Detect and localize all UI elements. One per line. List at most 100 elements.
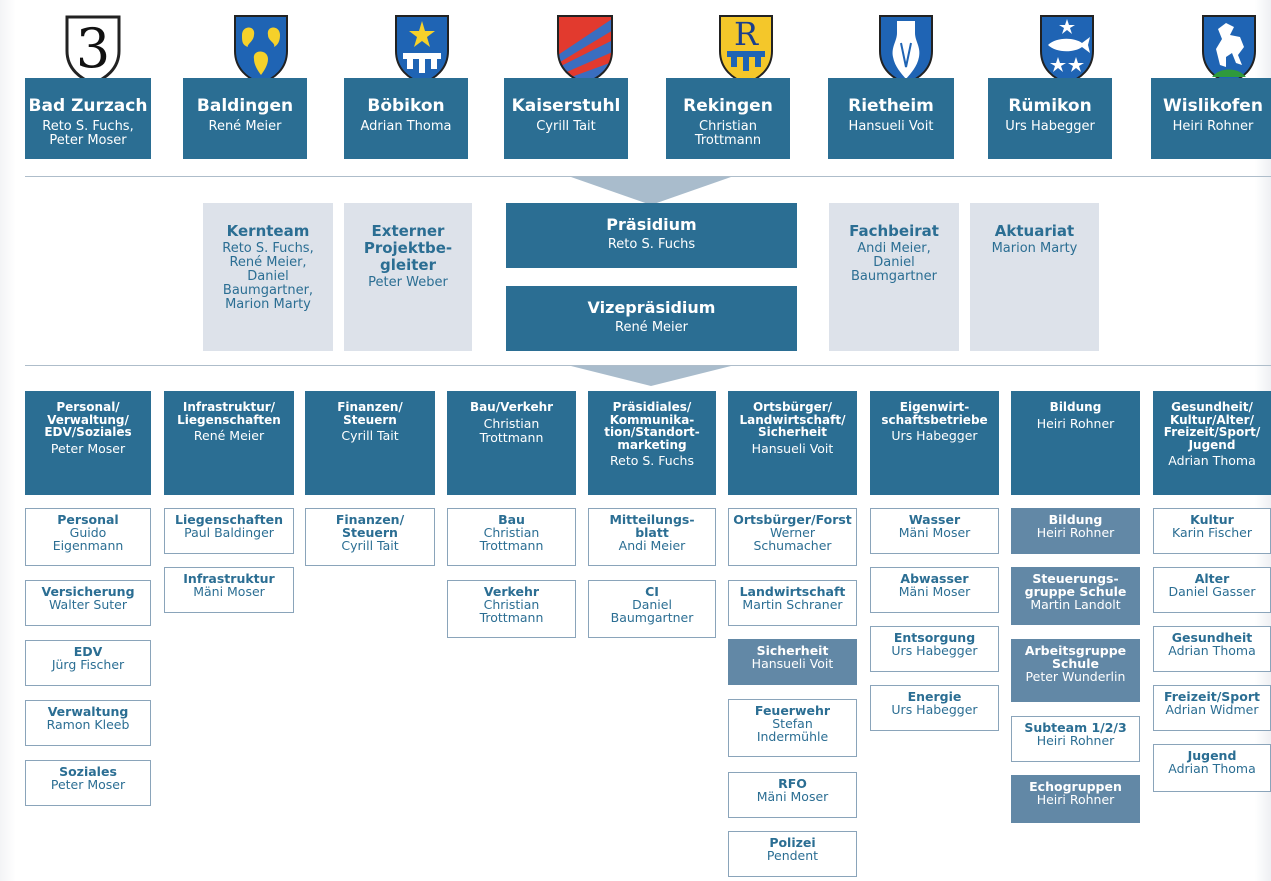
sub-unit-person: Jürg Fischer [51,657,125,672]
kaiserstuhl-crest-icon [557,15,613,85]
sub-unit-title: Steuerungs- gruppe Schule [1024,571,1127,599]
sub-unit-title: Personal [57,512,119,527]
department-eigenwirtschaftsbetriebe: Eigenwirt- schaftsbetriebe Urs Habegger [870,391,999,495]
sub-unit-person: Christian Trottmann [479,597,544,625]
sub-unit-person: Adrian Widmer [1165,702,1259,717]
municipality-people: Heiri Rohner [1172,119,1254,134]
sub-unit-title: Kultur [1190,512,1234,527]
municipality-name: Böbikon [367,96,445,116]
sub-unit-title: Jugend [1187,748,1237,763]
municipality-baldingen: Baldingen René Meier [183,78,307,159]
sub-unit-person: Adrian Thoma [1168,643,1256,658]
box-people: Peter Weber [368,275,448,290]
sub-unit-person: Adrian Thoma [1168,761,1256,776]
sub-unit-person: Urs Habegger [891,702,978,717]
sub-unit-person: Stefan Indermühle [756,716,829,744]
department-title: Finanzen/ Steuern [337,400,403,427]
department-infrastruktur: Infrastruktur/ Liegenschaften René Meier [164,391,294,495]
sub-unit-title: Polizei [769,835,816,850]
sub-unit-person: Peter Moser [50,777,126,792]
municipality-kaiserstuhl: Kaiserstuhl Cyrill Tait [504,78,628,159]
sub-unit-title: Echogruppen [1029,779,1122,794]
sub-unit-person: Peter Wunderlin [1025,669,1126,684]
box-title: Vizepräsidium [587,298,716,317]
sub-unit-title: Energie [907,689,962,704]
box-title: Fachbeirat [849,222,939,240]
divider-line [25,176,1271,177]
sub-unit-title: Subteam 1/2/3 [1024,720,1127,735]
sub-unit-person: Mäni Moser [898,525,971,540]
sub-unit-person: Martin Landolt [1030,597,1121,612]
sub-unit-title: Feuerwehr [754,703,831,718]
box-people: Reto S. Fuchs [607,237,696,252]
sub-unit-person: Pendent [766,848,819,863]
municipality-people: Reto S. Fuchs, Peter Moser [42,119,134,148]
sub-unit-person: Heiri Rohner [1036,525,1115,540]
sub-unit-title: Verwaltung [47,704,129,719]
department-head: Heiri Rohner [1036,415,1115,431]
sub-unit-title: Verkehr [483,584,540,599]
sub-unit-person: Karin Fischer [1171,525,1253,540]
department-title: Gesundheit/ Kultur/Alter/ Freizeit/Sport… [1163,400,1261,452]
down-arrow-icon [571,177,731,205]
municipality-people: Hansueli Voit [848,119,934,134]
divider-line [25,365,1271,366]
department-head: Peter Moser [50,440,126,456]
svg-text:R: R [734,15,759,53]
fachbeirat-box: Fachbeirat Andi Meier, Daniel Baumgartne… [829,203,959,351]
sub-unit-person: Daniel Baumgartner [610,597,694,625]
sub-unit-title: RFO [778,776,807,791]
sub-unit-title: Mitteilungs- blatt [609,512,695,540]
municipality-ruemikon: Rümikon Urs Habegger [988,78,1112,159]
sub-unit-title: Freizeit/Sport [1164,689,1260,704]
kernteam-box: Kernteam Reto S. Fuchs, René Meier, Dani… [203,203,333,351]
sub-unit-person: Andi Meier [618,538,686,553]
sub-unit-title: Bau [498,512,525,527]
department-head: Hansueli Voit [751,440,834,456]
sub-unit-title: Gesundheit [1171,630,1253,645]
sub-unit-title: Arbeitsgruppe Schule [1024,643,1127,671]
department-personal-verwaltung: Personal/ Verwaltung/ EDV/Soziales Peter… [25,391,151,495]
praesidium-box: Präsidium Reto S. Fuchs [506,203,797,268]
municipality-people: René Meier [208,119,282,134]
municipality-wislikofen: Wislikofen Heiri Rohner [1151,78,1271,159]
municipality-name: Rietheim [848,96,934,116]
boebikon-crest-icon [395,15,449,85]
sub-unit-person: Heiri Rohner [1036,792,1115,807]
sub-unit-person: Mäni Moser [193,584,265,599]
down-arrow-icon [571,366,731,386]
rekingen-crest-icon: R [719,15,773,85]
department-head: Reto S. Fuchs [610,453,694,468]
sub-unit-title: EDV [73,644,103,659]
department-praesidiales: Präsidiales/ Kommunika- tion/Standort- m… [588,391,716,495]
box-title: Aktuariat [994,222,1075,240]
sub-unit-person: Martin Schraner [742,597,843,612]
sub-unit-title: Versicherung [41,584,135,599]
sub-unit-person: Urs Habegger [891,643,978,658]
